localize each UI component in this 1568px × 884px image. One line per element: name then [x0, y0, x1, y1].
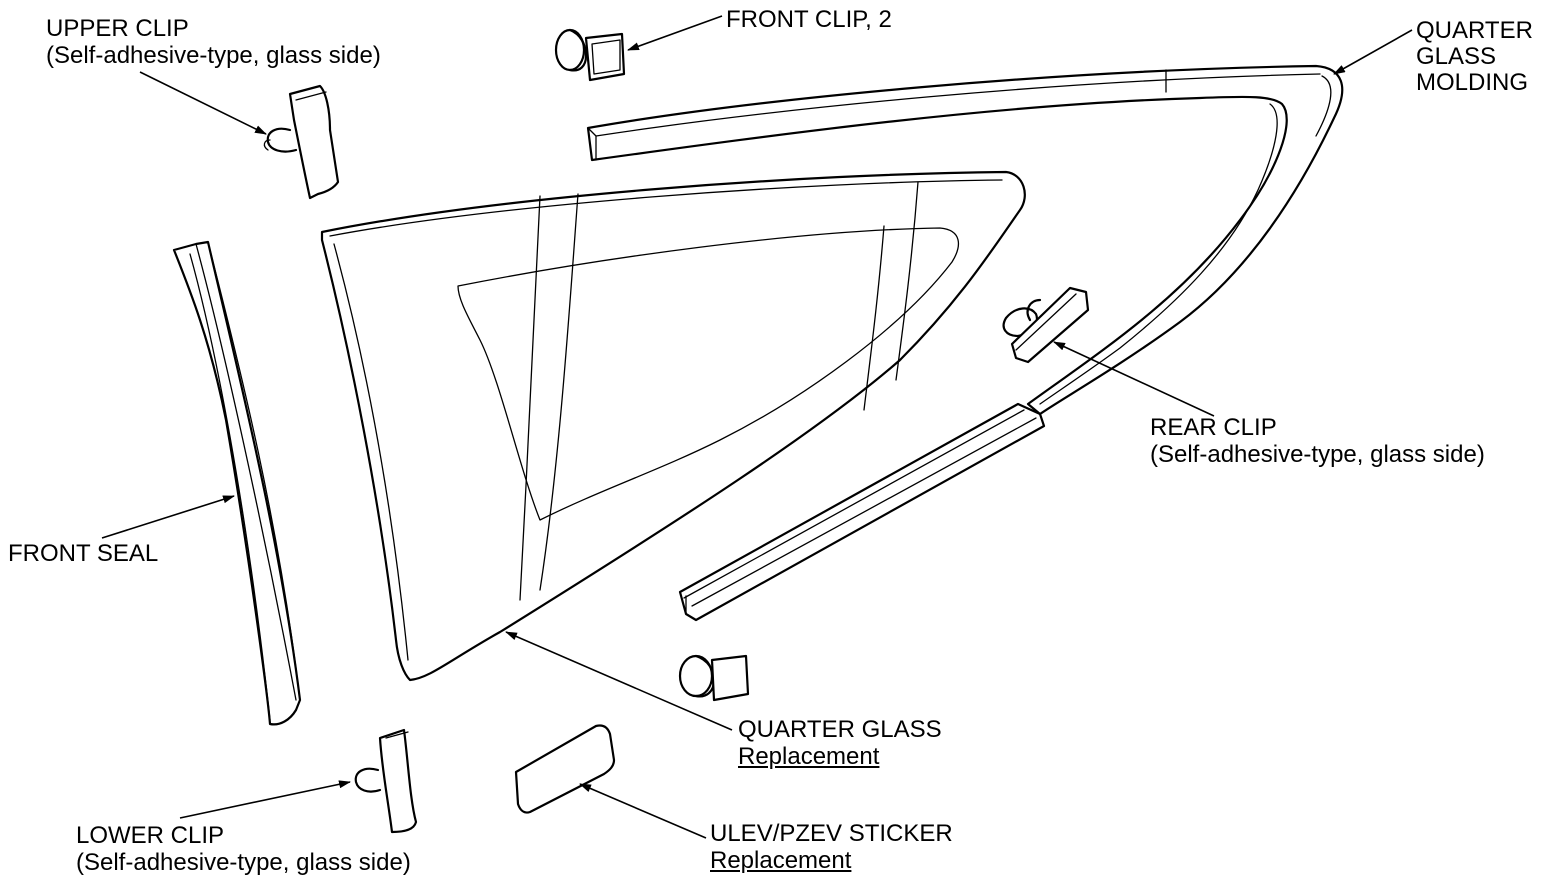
quarter-glass-molding-line1: QUARTER [1416, 17, 1533, 44]
ulev-sticker-part [514, 724, 616, 814]
leader-upper-clip [139, 71, 267, 135]
front-clip-part [554, 28, 626, 82]
quarter-glass-title: QUARTER GLASS [738, 716, 942, 743]
leader-front-clip [627, 15, 723, 51]
rear-clip-part [1002, 286, 1090, 364]
lower-clip-note: (Self-adhesive-type, glass side) [76, 849, 411, 876]
quarter-glass-replacement-link[interactable]: Replacement [738, 743, 880, 770]
ulev-sticker-title: ULEV/PZEV STICKER [710, 820, 953, 847]
rear-clip-title: REAR CLIP [1150, 414, 1277, 441]
quarter-glass-molding-callout: QUARTER GLASS MOLDING [1416, 18, 1533, 96]
lower-clip-title: LOWER CLIP [76, 822, 225, 849]
quarter-glass-molding-line2: GLASS [1416, 43, 1497, 70]
lower-clip-part [354, 728, 418, 834]
upper-clip-callout: UPPER CLIP (Self-adhesive-type, glass si… [46, 15, 381, 69]
upper-clip-note: (Self-adhesive-type, glass side) [46, 42, 381, 69]
front-seal-callout: FRONT SEAL [8, 540, 158, 567]
front-seal-part [172, 240, 302, 726]
upper-clip-title: UPPER CLIP [46, 15, 189, 42]
ulev-sticker-replacement-link[interactable]: Replacement [710, 847, 852, 874]
leader-front-seal [101, 495, 235, 539]
quarter-glass-callout: QUARTER GLASS Replacement [738, 716, 942, 770]
quarter-glass-part [320, 170, 1026, 682]
rear-clip-note: (Self-adhesive-type, glass side) [1150, 441, 1485, 468]
ulev-sticker-callout: ULEV/PZEV STICKER Replacement [710, 820, 953, 874]
quarter-glass-molding-line3: MOLDING [1416, 69, 1529, 96]
upper-clip-part [263, 84, 340, 200]
leader-quarter-glass [505, 631, 733, 731]
lower-clip-callout: LOWER CLIP (Self-adhesive-type, glass si… [76, 822, 411, 876]
leader-quarter-glass-molding [1333, 29, 1413, 75]
front-seal-title: FRONT SEAL [8, 540, 159, 567]
front-clip-title: FRONT CLIP, 2 [726, 6, 892, 33]
rear-clip-callout: REAR CLIP (Self-adhesive-type, glass sid… [1150, 414, 1485, 468]
leader-lower-clip [179, 780, 351, 819]
leader-rear-clip [1053, 341, 1215, 417]
bottom-front-clip-part [678, 654, 750, 702]
leader-ulev-sticker [579, 783, 707, 839]
quarter-glass-molding-part [586, 64, 1344, 622]
leader-lines [101, 15, 1413, 839]
front-clip-callout: FRONT CLIP, 2 [726, 6, 892, 33]
